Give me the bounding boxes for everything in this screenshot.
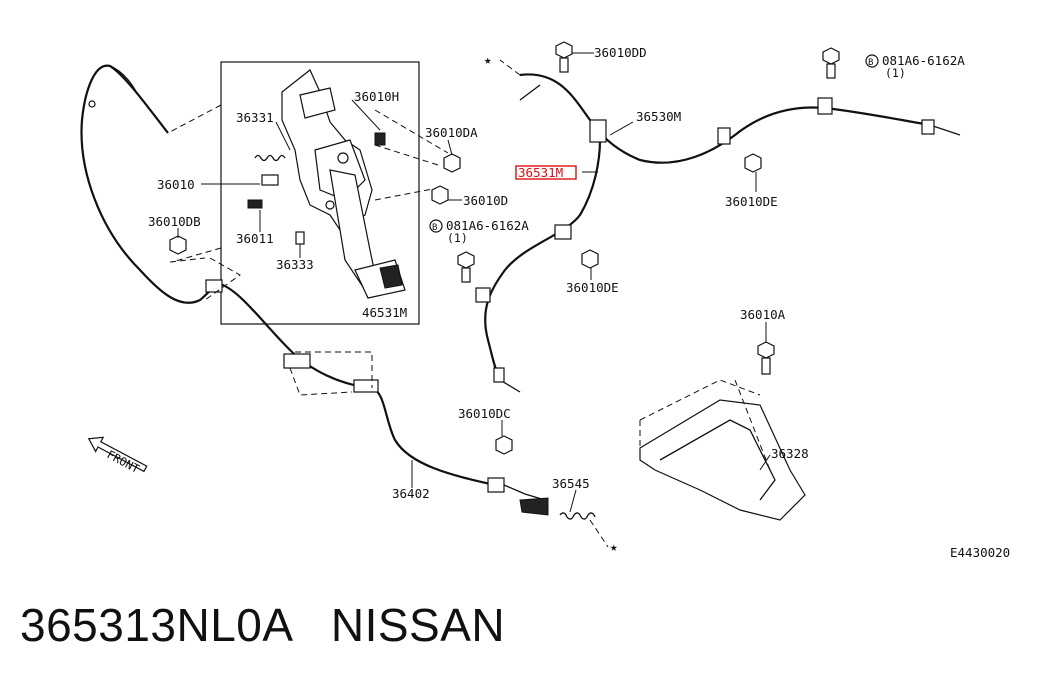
dashed-guide — [374, 109, 449, 154]
nut-36010DA — [443, 153, 461, 173]
label-36010: 36010 — [157, 177, 195, 192]
bolt-symbol-letter: B — [868, 58, 873, 68]
bolt-36010DB — [169, 235, 187, 255]
bolt-081A6-mid — [457, 251, 475, 283]
caption-brand: NISSAN — [330, 599, 506, 651]
front-cable-36010 — [80, 64, 219, 304]
bolt-36011 — [247, 199, 263, 209]
label-36531M-highlighted[interactable]: 36531M — [518, 165, 563, 180]
label-36545: 36545 — [552, 476, 590, 491]
label-36010DB: 36010DB — [148, 214, 201, 229]
label-36010DE-b: 36010DE — [566, 280, 619, 295]
cable-end — [109, 65, 139, 96]
label-081A6-mid-qty: (1) — [447, 231, 468, 245]
dashed-guide — [167, 104, 222, 134]
terminal-star: ★ — [610, 539, 618, 554]
diagram-code: E4430020 — [950, 545, 1010, 560]
label-36010D: 36010D — [463, 193, 508, 208]
label-36328: 36328 — [771, 446, 809, 461]
label-081A6-top-qty: (1) — [885, 66, 906, 80]
pedal-bracket — [281, 69, 406, 299]
heat-shield-36328 — [639, 379, 806, 521]
stopper-36333 — [295, 231, 305, 245]
label-081A6-mid: 081A6-6162A — [446, 218, 529, 233]
label-36333: 36333 — [276, 257, 314, 272]
clip-part — [261, 174, 279, 186]
exploded-parts-diagram: ★ ★ 36010DD — [80, 41, 1010, 560]
label-36010DD: 36010DD — [594, 45, 647, 60]
highlight-box — [515, 165, 577, 180]
label-36011: 36011 — [236, 231, 274, 246]
label-36010DA: 36010DA — [425, 125, 478, 140]
dashed-guide — [374, 144, 439, 166]
label-front: FRONT — [105, 447, 142, 476]
cable-bracket — [283, 353, 311, 369]
label-36530M: 36530M — [636, 109, 681, 124]
label-081A6-top: 081A6-6162A — [882, 53, 965, 68]
label-36010H: 36010H — [354, 89, 399, 104]
nut-36010DE-a — [744, 153, 762, 173]
caption-part-number: 365313NL0A — [20, 599, 292, 651]
label-36010DE-a: 36010DE — [725, 194, 778, 209]
bolt-symbol-icon — [865, 54, 879, 68]
label-36331: 36331 — [236, 110, 274, 125]
part-caption: 365313NL0A NISSAN — [20, 598, 505, 652]
terminal-star: ★ — [484, 52, 492, 67]
rear-cable-36530M — [519, 73, 931, 164]
bolt-symbol-icon — [429, 219, 443, 233]
label-36010A: 36010A — [740, 307, 786, 322]
front-arrow-icon — [87, 436, 148, 473]
label-46531M: 46531M — [362, 305, 407, 320]
spring-36331 — [254, 154, 286, 162]
cable-bracket — [353, 379, 379, 393]
nut-36010D — [431, 185, 449, 205]
bolt-symbol-letter: B — [432, 223, 437, 233]
dashed-guide — [171, 247, 222, 263]
dashed-guide — [374, 187, 439, 201]
bolt-36010DD — [555, 41, 573, 73]
rear-cable-36531M — [484, 139, 602, 381]
nut-36010DE-b — [581, 249, 599, 269]
bolt-36010A — [757, 341, 775, 375]
equalizer-assembly — [487, 477, 549, 516]
label-36402: 36402 — [392, 486, 430, 501]
nut-36010DC — [495, 435, 513, 455]
bolt-36010H — [374, 132, 386, 146]
spring-36545 — [559, 512, 609, 548]
label-36010DC: 36010DC — [458, 406, 511, 421]
bolt-081A6-top — [822, 47, 840, 79]
